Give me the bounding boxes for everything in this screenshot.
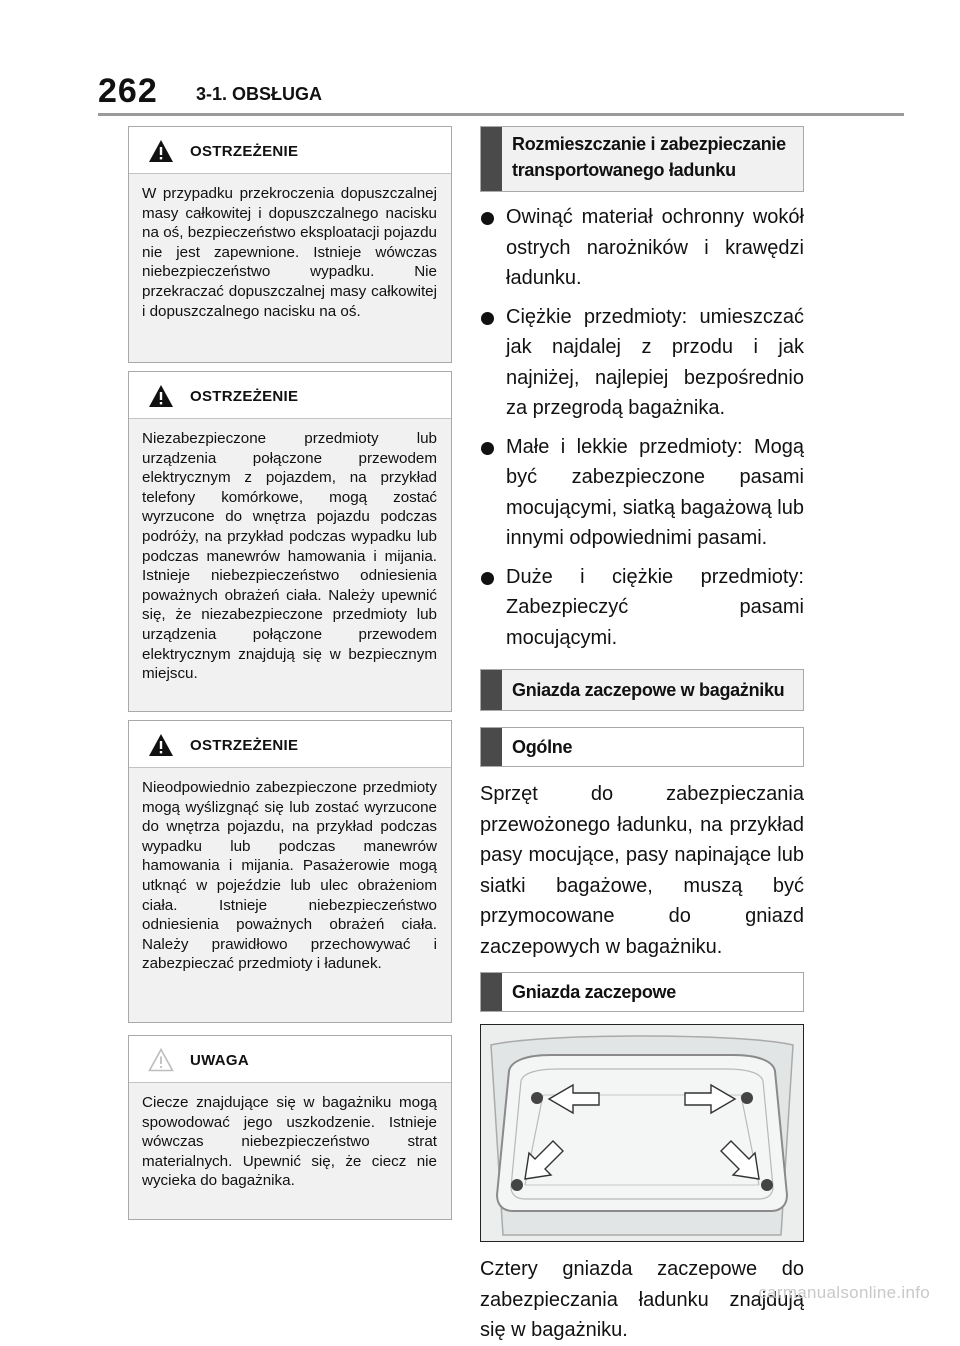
heading-bar xyxy=(481,973,502,1011)
warning-text: Niezabezpieczone przedmioty lub urządzen… xyxy=(129,418,451,711)
warning-triangle-icon xyxy=(149,385,173,407)
right-column: Rozmieszczanie i zabezpieczanie transpor… xyxy=(480,126,804,1346)
cargo-bullet-list: Owinąć materiał ochronny wokół ostrych n… xyxy=(480,202,804,653)
section-heading-cargo: Rozmieszczanie i zabezpieczanie transpor… xyxy=(480,126,804,192)
caution-outline-triangle-icon xyxy=(148,1048,174,1072)
warning-box-1: OSTRZEŻENIE W przypadku przekroczenia do… xyxy=(128,126,452,363)
trunk-anchor-illustration xyxy=(480,1024,804,1242)
section-title: 3-1. OBSŁUGA xyxy=(196,84,323,104)
warning-box-2: OSTRZEŻENIE Niezabezpieczone przedmioty … xyxy=(128,371,452,712)
warning-header: OSTRZEŻENIE xyxy=(129,372,451,418)
warning-header: OSTRZEŻENIE xyxy=(129,127,451,173)
heading-bar xyxy=(481,670,502,710)
warning-title: OSTRZEŻENIE xyxy=(190,737,299,754)
section-heading-text: Rozmieszczanie i zabezpieczanie transpor… xyxy=(512,134,786,180)
notice-title: UWAGA xyxy=(190,1052,249,1069)
warning-title: OSTRZEŻENIE xyxy=(190,143,299,160)
bullet-dot-icon xyxy=(481,311,494,325)
list-item: Ciężkie przedmioty: umieszczać jak najda… xyxy=(480,302,804,424)
watermark: carmanualsonline.info xyxy=(758,1283,930,1302)
notice-box: UWAGA Ciecze znajdujące się w bagażniku … xyxy=(128,1035,452,1220)
bullet-dot-icon xyxy=(481,212,494,225)
warning-title: OSTRZEŻENIE xyxy=(190,388,299,405)
page-header: 262 3-1. OBSŁUGA xyxy=(0,0,960,118)
section-heading-anchors: Gniazda zaczepowe w bagażniku xyxy=(480,669,804,711)
warning-header: OSTRZEŻENIE xyxy=(129,721,451,767)
subheading-anchor-points: Gniazda zaczepowe xyxy=(480,972,804,1012)
list-item: Duże i ciężkie przedmioty: Zabezpieczyć … xyxy=(480,562,804,654)
subheading-text: Ogólne xyxy=(512,737,573,757)
subheading-general: Ogólne xyxy=(480,727,804,767)
warning-text: Nieodpowiednio zabezpieczone przedmioty … xyxy=(129,767,451,1022)
list-item: Małe i lekkie przedmioty: Mogą być zabez… xyxy=(480,432,804,554)
notice-text: Ciecze znajdujące się w bagażniku mogą s… xyxy=(129,1082,451,1219)
list-item: Owinąć materiał ochronny wokół ostrych n… xyxy=(480,202,804,294)
heading-bar xyxy=(481,728,502,766)
header-divider xyxy=(98,113,904,116)
trunk-illustration xyxy=(481,1025,803,1241)
heading-bar xyxy=(481,127,502,191)
bullet-dot-icon xyxy=(481,571,494,585)
warning-box-3: OSTRZEŻENIE Nieodpowiednio zabezpieczone… xyxy=(128,720,452,1023)
page-number: 262 xyxy=(98,72,158,110)
general-paragraph: Sprzęt do zabezpieczania przewożonego ła… xyxy=(480,783,804,958)
left-column: OSTRZEŻENIE W przypadku przekroczenia do… xyxy=(128,126,452,1220)
subheading-text: Gniazda zaczepowe xyxy=(512,982,676,1002)
bullet-dot-icon xyxy=(481,441,494,455)
warning-triangle-icon xyxy=(149,140,173,162)
notice-header: UWAGA xyxy=(129,1036,451,1082)
section-heading-text: Gniazda zaczepowe w bagażniku xyxy=(512,680,785,700)
anchor-paragraph: Cztery gniazda zaczepowe do zabezpieczan… xyxy=(480,1258,804,1341)
warning-text: W przypadku przekroczenia dopuszczalnej … xyxy=(129,173,451,362)
warning-triangle-icon xyxy=(149,734,173,756)
